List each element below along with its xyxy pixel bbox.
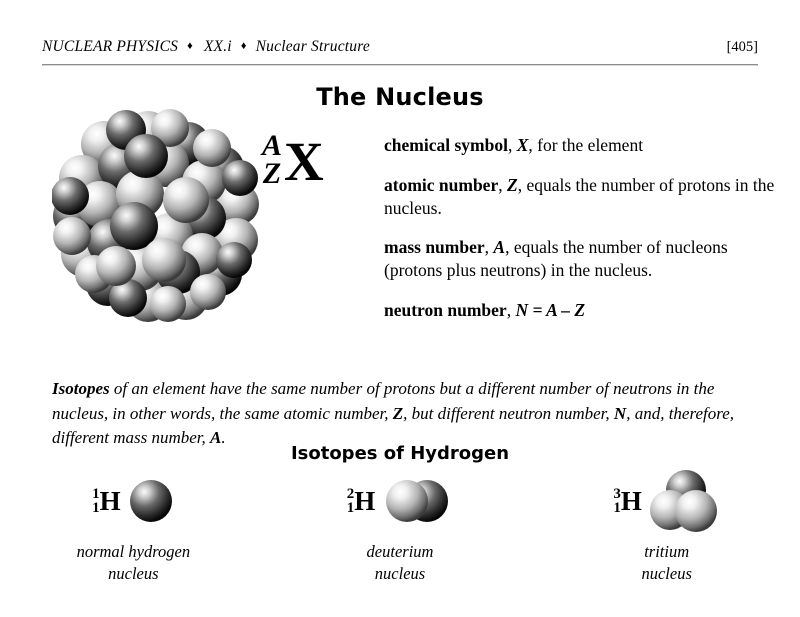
isotope-element-symbol: H — [354, 485, 376, 516]
definition-comma: , — [498, 174, 503, 195]
definition-equation: N = A – Z — [515, 299, 586, 320]
isotope-tritium: 3 1 H tritium nucleus — [533, 470, 800, 585]
definition-term: chemical symbol — [384, 135, 508, 155]
section-title: Isotopes of Hydrogen — [290, 443, 510, 464]
definition-variable: A — [493, 237, 506, 258]
definition-comma: , — [484, 237, 490, 258]
definition-rest: , for the element — [528, 135, 644, 155]
isotope-indices: 2 1 — [346, 485, 355, 516]
definition-chemical-symbol: chemical symbol, X, for the element — [384, 134, 776, 157]
running-head: NUCLEAR PHYSICS ♦ XX.i ♦ Nuclear Structure [… — [42, 38, 758, 56]
nuclide-mass-number: A — [262, 129, 283, 162]
definition-comma: , — [506, 299, 512, 320]
nuclide-atomic-number: Z — [262, 156, 282, 190]
definition-term: neutron number — [384, 299, 507, 320]
isotope-mass-number: 2 — [346, 485, 355, 502]
deuterium-nucleus-spheres — [386, 480, 449, 522]
isotopes-text-part-1: of an element have the same number of pr… — [52, 379, 715, 423]
isotope-atomic-number: 1 — [613, 500, 621, 516]
isotope-caption-line-1: normal hydrogen — [76, 542, 191, 561]
definition-rest: , equals the number of protons in the nu… — [384, 174, 775, 218]
running-head-chapter: XX.i — [203, 38, 232, 55]
isotopes-text-part-4: . — [221, 428, 226, 448]
isotope-caption: deuterium nucleus — [367, 541, 434, 585]
running-head-separator-1: ♦ — [187, 40, 193, 52]
nucleus-illustration — [51, 108, 262, 328]
definition-list: chemical symbol, X, for the element atom… — [384, 134, 776, 322]
definition-comma: , — [507, 135, 513, 155]
page-title: The Nucleus — [316, 83, 484, 111]
isotope-element-symbol: H — [620, 485, 642, 516]
isotopes-variable-n: N — [613, 403, 627, 423]
definition-term: mass number — [384, 237, 485, 258]
isotope-caption-line-2: nucleus — [374, 563, 426, 583]
definition-mass-number: mass number, A, equals the number of nuc… — [384, 236, 776, 282]
running-head-topic: Nuclear Structure — [255, 38, 370, 55]
isotope-atomic-number: 1 — [346, 500, 355, 516]
isotope-caption: tritium nucleus — [641, 541, 691, 585]
definition-rest: , equals the number of nucleons (protons… — [384, 237, 728, 280]
isotope-deuterium: 2 1 H deuterium nucleus — [267, 470, 534, 585]
isotope-caption: normal hydrogen nucleus — [77, 541, 191, 585]
running-head-book-section: NUCLEAR PHYSICS — [42, 38, 179, 55]
isotope-element-symbol: H — [99, 485, 121, 516]
nucleon-cluster — [51, 109, 259, 322]
isotope-indices: 1 1 — [92, 485, 100, 516]
header-divider — [42, 64, 758, 66]
running-head-text: NUCLEAR PHYSICS ♦ XX.i ♦ Nuclear Structure — [42, 38, 370, 56]
isotopes-variable-z: Z — [392, 403, 404, 423]
isotope-atomic-number: 1 — [92, 500, 100, 516]
isotopes-lead-word: Isotopes — [52, 379, 110, 398]
isotope-caption-line-1: deuterium — [366, 542, 434, 561]
isotope-caption-line-2: nucleus — [641, 563, 692, 583]
nuclide-element-symbol: X — [284, 131, 324, 193]
definition-term: atomic number — [384, 174, 499, 195]
isotope-indices: 3 1 — [613, 485, 621, 516]
isotope-figure-row: 1 1 H normal hydrogen nucleus 2 1 H — [0, 470, 800, 585]
nuclide-indices: A Z — [262, 129, 284, 190]
isotope-figure: 2 1 H — [347, 470, 454, 532]
isotope-mass-number: 1 — [92, 485, 100, 502]
definition-variable: X — [516, 135, 529, 155]
isotope-figure: 1 1 H — [92, 470, 175, 532]
nuclide-notation: A Z X — [262, 129, 324, 193]
isotope-caption-line-2: nucleus — [108, 563, 159, 583]
definition-variable: Z — [506, 174, 518, 195]
isotopes-variable-a: A — [210, 428, 222, 448]
isotope-caption-line-1: tritium — [644, 542, 690, 561]
page-number: [405] — [726, 39, 758, 55]
isotopes-text-part-2: , but different neutron number, — [403, 403, 614, 423]
isotope-notation: 3 1 H — [613, 485, 642, 516]
isotope-figure: 3 1 H — [613, 470, 720, 532]
protium-nucleus-spheres — [129, 480, 172, 522]
isotopes-text-part-3: , and, therefore, different mass number, — [52, 403, 734, 448]
definition-neutron-number: neutron number, N = A – Z — [384, 299, 776, 322]
running-head-separator-2: ♦ — [240, 40, 247, 52]
isotope-notation: 2 1 H — [346, 485, 376, 516]
isotope-notation: 1 1 H — [92, 485, 121, 516]
isotope-mass-number: 3 — [613, 485, 621, 502]
definition-atomic-number: atomic number, Z, equals the number of p… — [384, 174, 776, 220]
isotope-protium: 1 1 H normal hydrogen nucleus — [0, 470, 267, 585]
tritium-nucleus-spheres — [649, 470, 717, 532]
isotopes-paragraph: Isotopes of an element have the same num… — [52, 377, 762, 451]
